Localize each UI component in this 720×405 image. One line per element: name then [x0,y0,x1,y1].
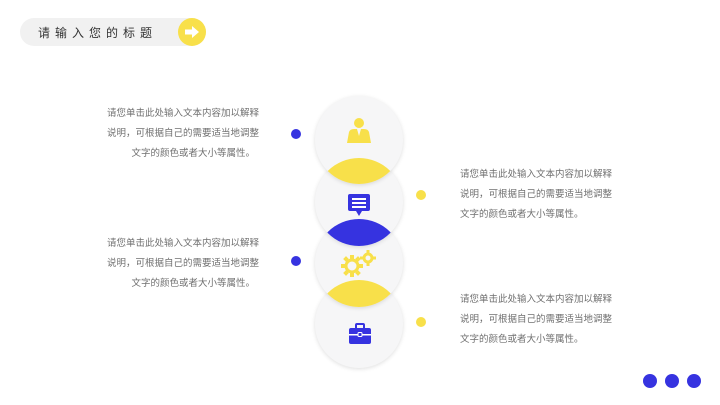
description-line: 说明，可根据自己的需要适当地调整 [106,258,259,269]
description-3[interactable]: 请您单击此处输入文本内容加以解释 说明，可根据自己的需要适当地调整 文字的颜色或… [84,234,259,294]
description-line: 说明，可根据自己的需要适当地调整 [460,189,613,200]
gears-icon [340,250,376,282]
description-line: 请您单击此处输入文本内容加以解释 [460,294,613,305]
description-line: 请您单击此处输入文本内容加以解释 [106,238,259,249]
description-line: 请您单击此处输入文本内容加以解释 [460,169,613,180]
description-1[interactable]: 请您单击此处输入文本内容加以解释 说明，可根据自己的需要适当地调整 文字的颜色或… [84,104,259,164]
page-title[interactable]: 请输入您的标题 [38,26,158,40]
user-icon [346,117,372,147]
description-line: 文字的颜色或者大小等属性。 [131,278,255,289]
arrow-right-icon [178,18,206,46]
pagination-dot-2[interactable] [665,374,679,388]
description-2[interactable]: 请您单击此处输入文本内容加以解释 说明，可根据自己的需要适当地调整 文字的颜色或… [460,165,635,225]
connector-dot-3 [291,256,301,266]
description-4[interactable]: 请您单击此处输入文本内容加以解释 说明，可根据自己的需要适当地调整 文字的颜色或… [460,290,635,350]
description-line: 说明，可根据自己的需要适当地调整 [460,314,613,325]
description-line: 文字的颜色或者大小等属性。 [460,209,584,220]
description-line: 请您单击此处输入文本内容加以解释 [106,108,259,119]
description-line: 说明，可根据自己的需要适当地调整 [106,128,259,139]
briefcase-icon [348,323,372,349]
connector-dot-2 [416,190,426,200]
pagination-dot-3[interactable] [687,374,701,388]
pagination-dot-1[interactable] [643,374,657,388]
connector-dot-1 [291,129,301,139]
connector-dot-4 [416,317,426,327]
description-line: 文字的颜色或者大小等属性。 [131,148,255,159]
chat-message-icon [347,193,371,221]
title-pill [20,18,206,46]
description-line: 文字的颜色或者大小等属性。 [460,334,584,345]
